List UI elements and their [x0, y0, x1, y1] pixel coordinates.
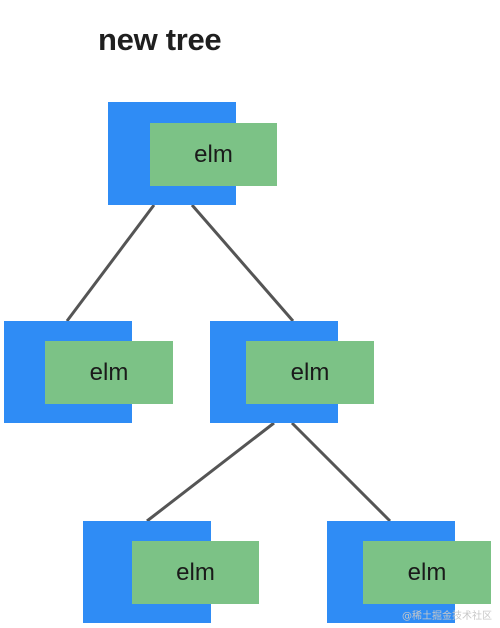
node-inner-box: elm — [132, 541, 259, 604]
node-label: elm — [194, 140, 233, 168]
node-label: elm — [176, 558, 215, 586]
edge-middle-bottom-left — [146, 421, 275, 523]
node-inner-box: elm — [246, 341, 374, 404]
edge-root-middle — [190, 204, 295, 322]
node-inner-box: elm — [45, 341, 173, 404]
watermark: @稀土掘金技术社区 — [402, 611, 492, 622]
node-label: elm — [407, 558, 447, 586]
edge-middle-bottom-right — [290, 421, 392, 523]
node-inner-box: elm — [363, 541, 491, 604]
node-label: elm — [89, 358, 129, 386]
edge-root-left — [65, 204, 156, 322]
node-label: elm — [290, 358, 330, 386]
node-inner-box: elm — [150, 123, 277, 186]
page-title: new tree — [98, 22, 222, 57]
